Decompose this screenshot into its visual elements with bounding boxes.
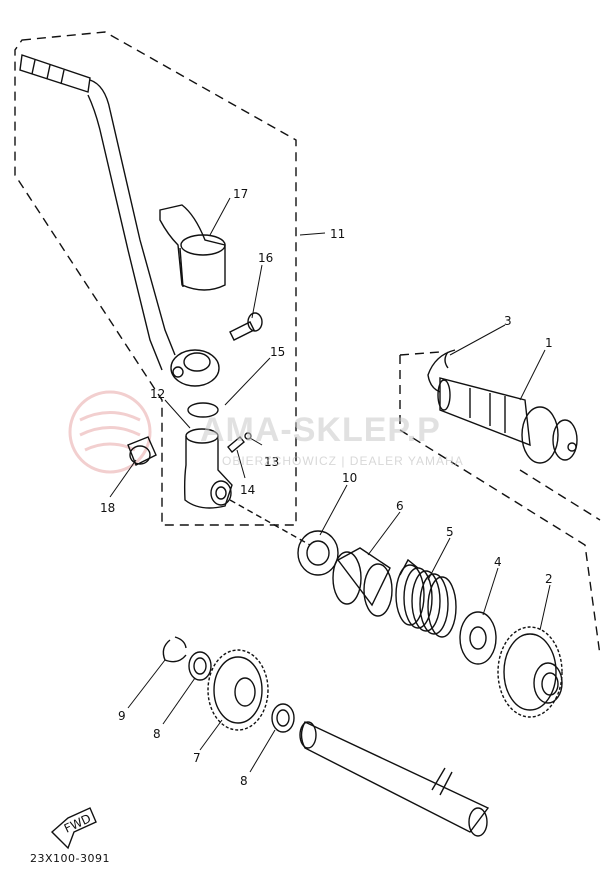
callout-13: 13: [264, 455, 279, 469]
pedal-grip: [159, 204, 226, 291]
washer-4: [459, 611, 497, 665]
callout-9: 9: [118, 709, 126, 723]
callout-2: 2: [545, 572, 553, 586]
oil-seal-10: [297, 530, 339, 576]
assembly-outline: [14, 31, 297, 526]
bushing-18: [127, 436, 157, 466]
spring-5: [395, 558, 457, 638]
washer-8b: [271, 703, 295, 733]
callout-16: 16: [258, 251, 273, 265]
callout-12: 12: [150, 387, 165, 401]
callout-17: 17: [233, 187, 248, 201]
collar-6: [332, 547, 393, 617]
callout-5: 5: [446, 525, 454, 539]
axis-line: [229, 499, 311, 546]
diagram-code: 23X100-3091: [30, 852, 110, 865]
fwd-label: FWD: [62, 811, 93, 836]
watermark-tagline: OBIERZCHOWICZ | DEALER YAMAHA: [222, 454, 464, 468]
leader-lines: [109, 197, 551, 773]
callout-15: 15: [270, 345, 285, 359]
ratchet-gear-2: [497, 626, 563, 718]
circlip-9: [162, 636, 187, 663]
callout-1: 1: [545, 336, 553, 350]
callout-7: 7: [193, 751, 201, 765]
kick-boss-12: [183, 428, 233, 509]
circlip-3: [427, 349, 456, 393]
callout-18: 18: [100, 501, 115, 515]
kick-axle-1: [437, 377, 578, 464]
callout-6: 6: [396, 499, 404, 513]
idle-shaft: [299, 721, 490, 837]
bolt-14: [227, 432, 252, 453]
bolt-16: [229, 312, 263, 341]
callout-10: 10: [342, 471, 357, 485]
washer-8: [188, 651, 212, 681]
watermark-logo: [68, 390, 152, 474]
watermark-brand: AMA-SKLEP.P: [200, 411, 441, 449]
fwd-arrow-icon: [50, 807, 97, 850]
kick-lever: [19, 54, 220, 387]
callout-4: 4: [494, 555, 502, 569]
o-ring-15: [187, 402, 219, 418]
kick-idle-gear-7: [207, 649, 269, 731]
callout-14: 14: [240, 483, 255, 497]
callout-8a: 8: [153, 727, 161, 741]
axle-box: [399, 351, 601, 656]
callout-11: 11: [330, 227, 345, 241]
callout-numbers: 1 2 3 4 5 6 7 8 8 9 10 11 12 13 14 16 17…: [62, 187, 553, 836]
callout-3: 3: [504, 314, 512, 328]
callout-8b: 8: [240, 774, 248, 788]
